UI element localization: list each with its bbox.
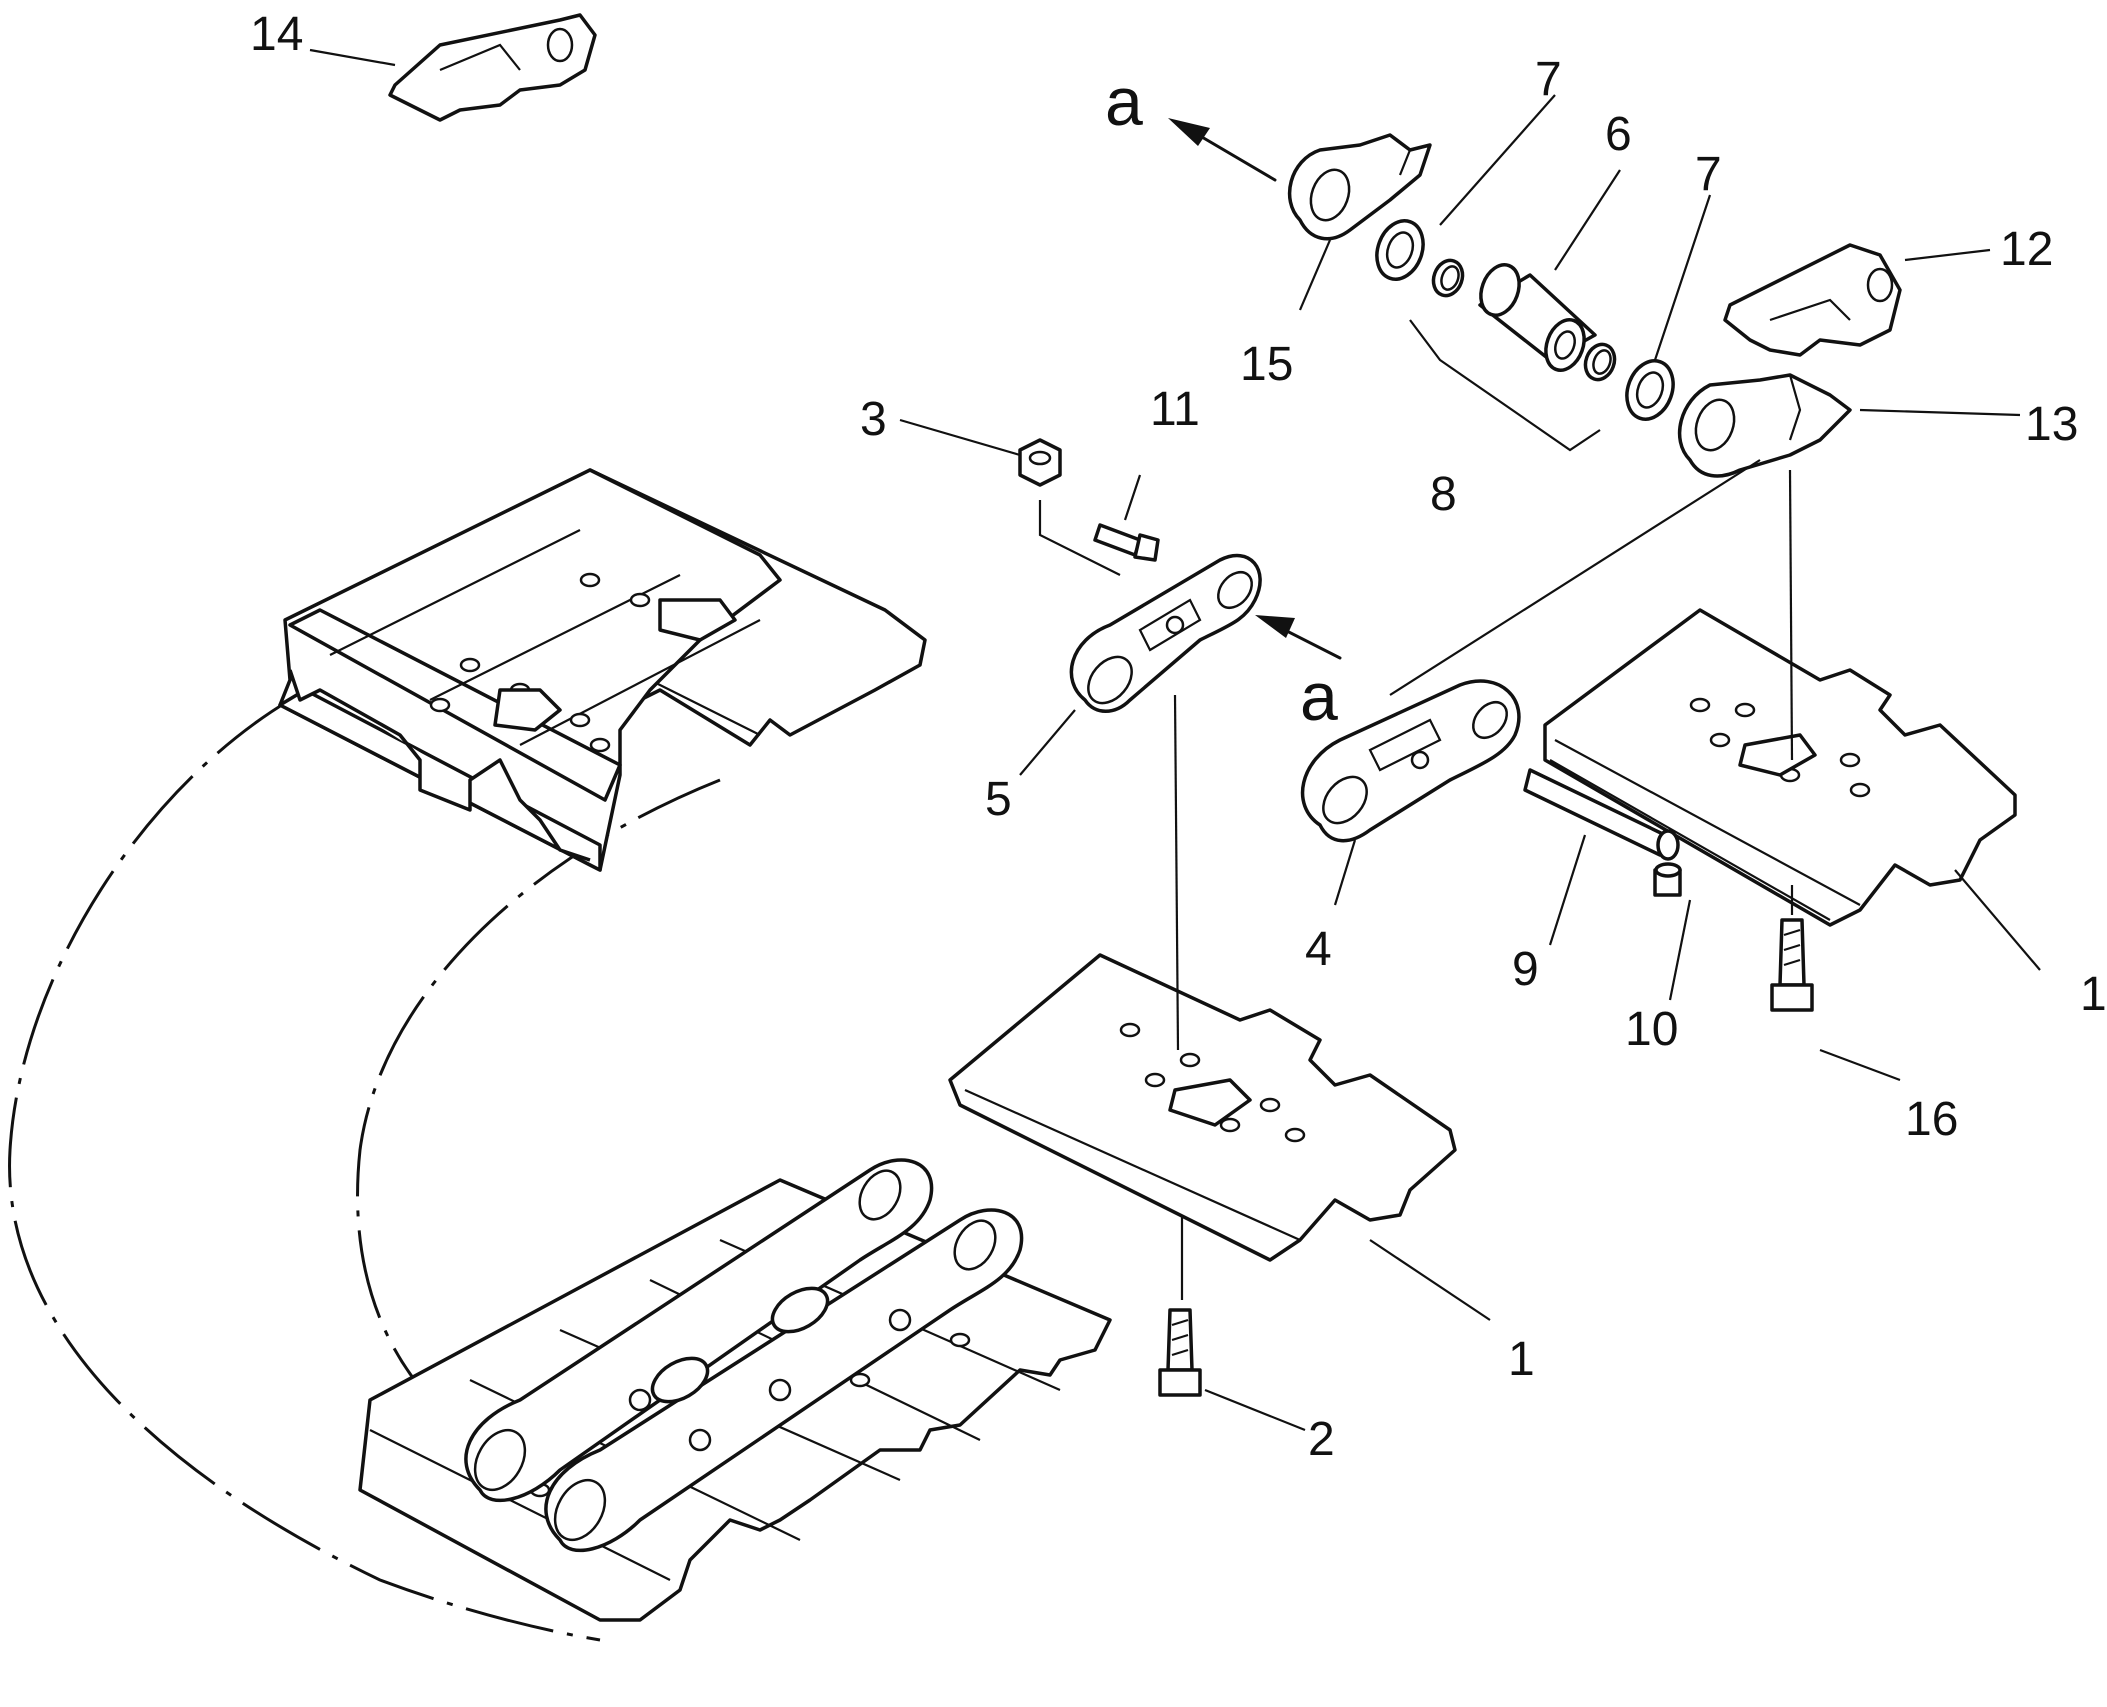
bolt-11 xyxy=(1093,523,1160,562)
callout-11: 11 xyxy=(1150,383,1200,436)
link-4 xyxy=(1300,679,1521,843)
spacer-8-left xyxy=(1431,258,1465,298)
link-12 xyxy=(1723,243,1902,357)
track-shoe-center xyxy=(948,953,1457,1262)
track-shoe-upper-left xyxy=(278,468,927,872)
callout-3: 3 xyxy=(860,393,887,446)
link-13 xyxy=(1677,373,1852,478)
callout-5: 5 xyxy=(985,773,1012,826)
view-mark-a-top: a xyxy=(1105,64,1143,140)
bolt-2 xyxy=(1158,1308,1202,1397)
callout-1-right: 1 xyxy=(2080,968,2107,1021)
track-belt-outline xyxy=(8,698,721,1642)
bushing-6 xyxy=(1478,263,1597,372)
seal-7-right xyxy=(1625,359,1675,421)
callout-6: 6 xyxy=(1605,108,1632,161)
callout-15: 15 xyxy=(1240,338,1293,391)
callout-10: 10 xyxy=(1625,1003,1678,1056)
nut-3 xyxy=(1018,438,1062,487)
link-15 xyxy=(1287,133,1432,241)
callout-1-center: 1 xyxy=(1508,1333,1535,1386)
spacer-8-right xyxy=(1583,342,1617,382)
view-arrow-top xyxy=(1168,118,1277,182)
view-arrow-middle xyxy=(1255,615,1342,660)
pin-9 xyxy=(1523,768,1680,861)
link-5 xyxy=(1069,553,1262,713)
callout-2: 2 xyxy=(1308,1413,1335,1466)
view-mark-a-middle: a xyxy=(1300,659,1338,735)
bolt-16 xyxy=(1770,918,1814,1012)
bushing-10 xyxy=(1653,862,1682,897)
callout-4: 4 xyxy=(1305,923,1332,976)
callout-13: 13 xyxy=(2025,398,2078,451)
callout-12: 12 xyxy=(2000,223,2053,276)
leader-lines xyxy=(309,48,2041,1432)
callout-16: 16 xyxy=(1905,1093,1958,1146)
callout-7-left: 7 xyxy=(1535,53,1562,106)
callout-8: 8 xyxy=(1430,468,1457,521)
callout-9: 9 xyxy=(1512,943,1539,996)
assembled-track-links xyxy=(464,1158,1024,1553)
track-shoe-right xyxy=(1543,608,2017,927)
callout-14: 14 xyxy=(250,8,303,61)
seal-7-left xyxy=(1375,219,1425,281)
link-14 xyxy=(388,13,597,122)
callout-7-right: 7 xyxy=(1695,148,1722,201)
assembly-lines xyxy=(1038,319,1794,1300)
callout-labels: 14 7 6 7 12 13 15 8 3 11 5 4 9 10 1 16 1… xyxy=(250,8,2107,1466)
